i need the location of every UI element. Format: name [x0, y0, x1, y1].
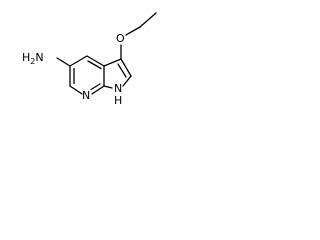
- bond-c7a-n7-inner: [90, 83, 101, 91]
- amine-h-count: 2: [30, 57, 35, 66]
- bond-n1-c7a: [103, 85, 113, 89]
- bond-c4-c3a-inner: [87, 60, 102, 70]
- bond-c3a-c3: [103, 58, 122, 67]
- pyrrole-ring: [103, 58, 132, 89]
- bond-c2-n1: [122, 75, 132, 87]
- atom-label-pyrrole-nh: N H: [114, 82, 122, 107]
- bond-n7-c6: [69, 85, 83, 95]
- bond-c3-c2: [120, 58, 132, 77]
- pyrrole-n-text: N: [114, 82, 122, 95]
- bond-o-ch2: [125, 26, 141, 36]
- atom-label-pyridine-nitrogen: N: [82, 89, 90, 102]
- bond-c4-c3a: [86, 55, 105, 67]
- bond-c3-c2-inner: [117, 63, 127, 78]
- amine-h-label: H: [22, 51, 30, 64]
- bond-c5-nh2: [56, 57, 71, 67]
- molecule-diagram: H2N O N N H: [22, 12, 157, 107]
- ether-oxygen-text: O: [116, 32, 125, 45]
- pyridine-ring: [69, 55, 105, 95]
- bond-c5-c4: [69, 55, 88, 67]
- amine-text: H2N: [22, 51, 44, 66]
- substituents: [56, 12, 157, 67]
- bond-c7a-n7: [91, 85, 105, 95]
- bond-ch2-ch3: [139, 12, 157, 28]
- amine-n-label: N: [35, 51, 43, 64]
- pyridine-nitrogen-text: N: [82, 89, 90, 102]
- pyrrole-h-text: H: [114, 94, 122, 107]
- atom-label-amine: H2N: [22, 51, 44, 66]
- atom-label-ether-oxygen: O: [116, 32, 125, 45]
